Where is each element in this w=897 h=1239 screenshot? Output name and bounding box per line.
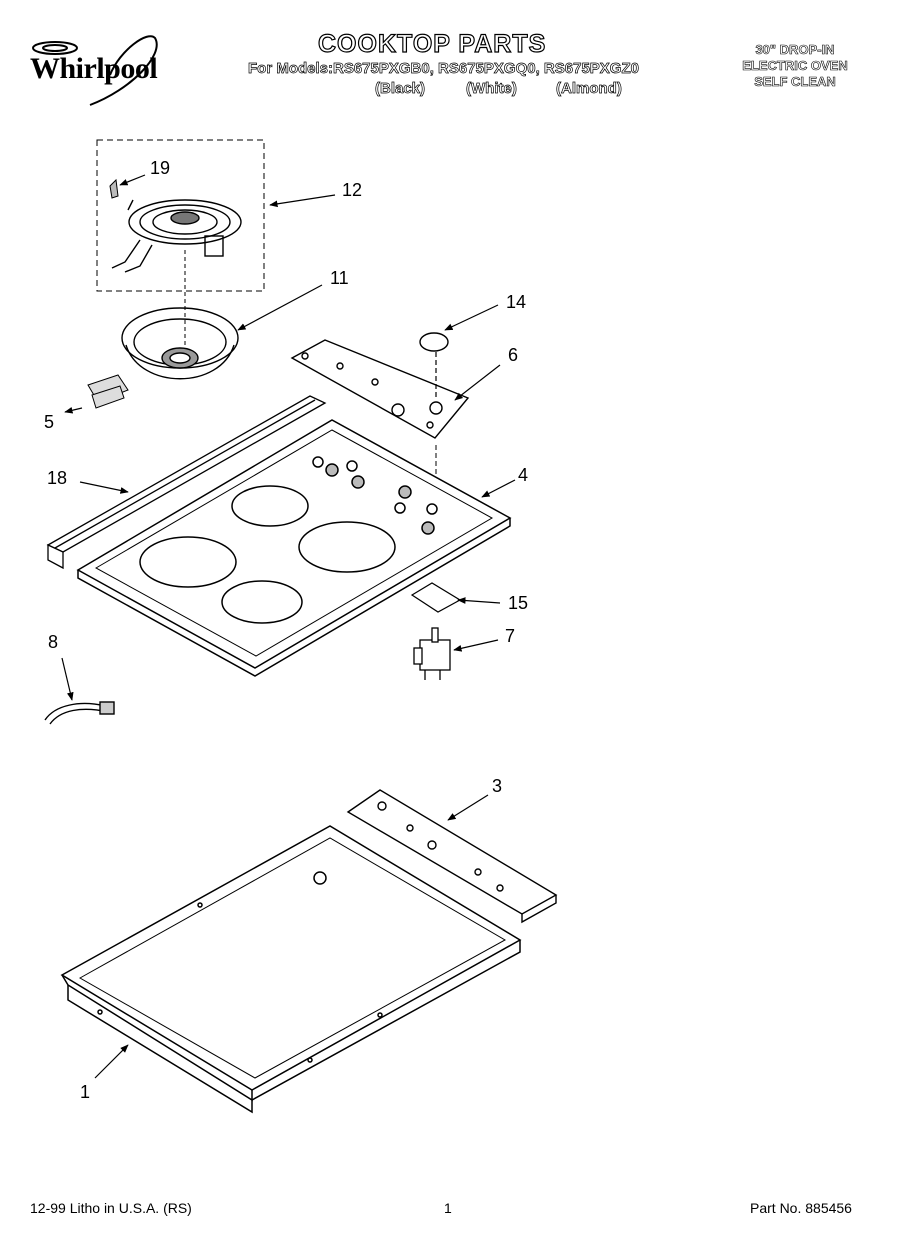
oven-type-line-2: ELECTRIC OVEN (742, 58, 848, 74)
callout-1: 1 (80, 1082, 91, 1102)
callout-5: 5 (44, 412, 55, 432)
control-knob (419, 332, 449, 352)
models-line: For Models:RS675PXGB0, RS675PXGQ0, RS675… (248, 60, 640, 78)
variant-white: (White) (466, 80, 518, 98)
callout-7: 7 (505, 626, 516, 646)
callout-3: 3 (492, 776, 503, 796)
callout-18: 18 (47, 468, 68, 488)
callout-8: 8 (48, 632, 59, 652)
cooktop-box (60, 825, 522, 1114)
cooktop (76, 419, 512, 677)
leader-lines (61, 174, 516, 1079)
footer-litho: 12-99 Litho in U.S.A. (RS) (30, 1200, 192, 1216)
brand-name: Whirlpool (30, 52, 158, 85)
mounting-bracket (346, 789, 558, 924)
callout-6: 6 (508, 345, 519, 365)
infinite-switch (413, 627, 451, 680)
callout-14: 14 (506, 292, 527, 312)
oven-type-line-1: 30" DROP-IN (755, 42, 835, 58)
drip-bowl (121, 307, 239, 380)
oven-type: 30" DROP-IN ELECTRIC OVEN SELF CLEAN (735, 42, 855, 90)
element-clip (109, 178, 119, 199)
callout-12: 12 (342, 180, 363, 200)
callout-4: 4 (518, 465, 529, 485)
page-title: COOKTOP PARTS (317, 29, 547, 58)
page-number: 1 (444, 1200, 452, 1216)
side-trim (46, 395, 327, 570)
logo-swirl-icon (32, 35, 158, 106)
surface-element (111, 199, 242, 273)
oven-type-line-3: SELF CLEAN (754, 74, 836, 90)
switch-plate (410, 582, 462, 613)
callout-19: 19 (150, 158, 171, 178)
callout-15: 15 (508, 593, 529, 613)
control-panel (290, 339, 470, 439)
element-assembly-box (96, 139, 265, 292)
variant-almond: (Almond) (556, 80, 623, 98)
whirlpool-logo: Whirlpool (30, 52, 158, 86)
callout-11: 11 (330, 268, 349, 288)
part-number: Part No. 885456 (750, 1200, 852, 1216)
wire-harness (44, 701, 115, 725)
terminal-block (87, 374, 129, 409)
variant-black: (Black) (375, 80, 426, 98)
